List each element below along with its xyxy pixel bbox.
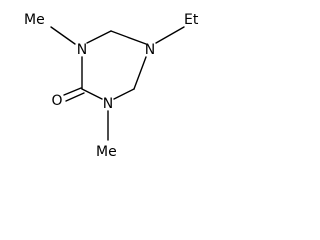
bond-n5-ch2-bottom (133, 56, 147, 90)
label-n5-ethyl: Et (184, 12, 199, 28)
bond-c-o-double-1 (63, 87, 82, 96)
atom-n1: N (77, 42, 87, 58)
label-n1-methyl: Me (24, 12, 45, 28)
bond-ch2-top-n5 (110, 30, 147, 45)
ring-bonds (81, 30, 147, 100)
atom-n5: N (145, 42, 155, 58)
bond-n3-carbonyl (81, 88, 103, 100)
label-n3-methyl: Me (96, 144, 117, 160)
atom-o: O (51, 93, 62, 109)
bond-n1-methyl (50, 26, 76, 45)
substituent-bonds (50, 26, 185, 141)
bond-n1-ch2-top (86, 30, 112, 44)
atom-n3: N (103, 96, 113, 112)
bond-n5-ethyl (155, 26, 185, 44)
bond-c-o-double-2 (65, 92, 85, 102)
bond-ch2-bottom-n3 (113, 88, 135, 100)
chemical-structure: N N N O Me Et Me (24, 12, 199, 160)
